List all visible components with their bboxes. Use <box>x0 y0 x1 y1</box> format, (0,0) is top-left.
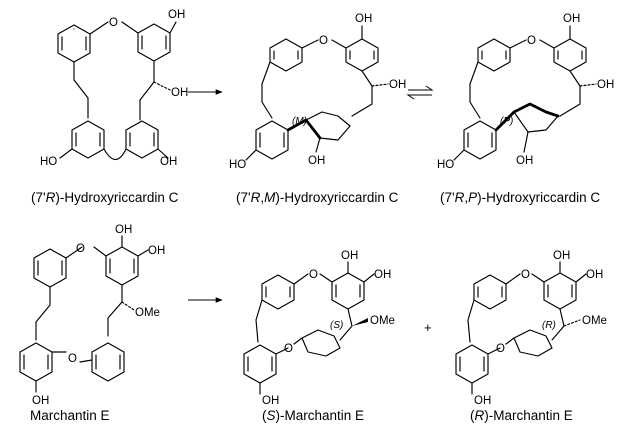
ether-oxygen: O <box>521 269 530 281</box>
caption-7RP-hydroxyriccardin-c: (7'R,P)-Hydroxyriccardin C <box>440 190 600 205</box>
phenol-oh: OH <box>168 9 185 21</box>
ring-d <box>125 120 159 159</box>
caption-R-marchantin-e: (R)-Marchantin E <box>470 408 573 423</box>
ring-a <box>57 24 91 63</box>
molecule-marchantin-e: O OH OH OMe O OH <box>19 224 165 407</box>
phenol-oh: OH <box>553 250 570 262</box>
ring-c <box>71 120 105 159</box>
methoxy: OMe <box>582 315 607 327</box>
phenol-oh: OH <box>516 155 533 167</box>
axial-descriptor: (P) <box>500 116 513 127</box>
molecule-7R-hydroxyriccardin-c: O OH OH HO OH <box>40 9 188 168</box>
phenol-oh: OH <box>308 155 325 167</box>
benzylic-oh: OH <box>389 79 406 91</box>
phenol-oh: OH <box>160 156 177 168</box>
phenol-oh: OH <box>262 395 279 407</box>
ring-b <box>137 23 171 62</box>
molecule-7RP-hydroxyriccardin-c: O OH OH (P) HO OH <box>437 13 614 171</box>
ether-oxygen: O <box>109 17 118 29</box>
caption-marchantin-e: Marchantin E <box>30 408 110 423</box>
stereo-descriptor: (S) <box>330 320 343 331</box>
caption-S-marchantin-e: (S)-Marchantin E <box>262 408 364 423</box>
phenol-oh: OH <box>563 13 580 25</box>
ether-oxygen: O <box>284 343 293 355</box>
molecule-R-marchantin-e: O OH OH (R) OMe O OH <box>455 250 607 407</box>
phenol-ho: HO <box>40 156 57 168</box>
phenol-oh: OH <box>32 395 49 407</box>
caption-7RM-hydroxyriccardin-c: (7'R,M)-Hydroxyriccardin C <box>236 190 399 205</box>
phenol-oh: OH <box>355 13 372 25</box>
ether-oxygen: O <box>76 243 85 255</box>
phenol-oh: OH <box>341 250 358 262</box>
phenol-ho: HO <box>229 159 246 171</box>
ether-oxygen: O <box>527 35 536 47</box>
equilibrium-arrows <box>406 85 434 100</box>
phenol-oh: OH <box>115 224 132 236</box>
phenol-oh: OH <box>148 245 165 257</box>
caption-7R-hydroxyriccardin-c: (7'R)-Hydroxyriccardin C <box>31 190 179 205</box>
phenol-oh: OH <box>586 269 603 281</box>
phenol-ho: HO <box>437 159 454 171</box>
molecule-S-marchantin-e: O OH OH (S) OMe O OH <box>243 250 395 407</box>
benzylic-oh: OH <box>597 79 614 91</box>
phenol-oh: OH <box>374 269 391 281</box>
methoxy: OMe <box>135 307 160 319</box>
axial-descriptor: (M) <box>292 116 307 127</box>
plus-sign: + <box>424 320 432 335</box>
ether-oxygen: O <box>68 353 77 365</box>
phenol-oh: OH <box>474 395 491 407</box>
stereo-descriptor: (R) <box>542 320 556 331</box>
ether-oxygen: O <box>496 343 505 355</box>
methoxy: OMe <box>370 315 395 327</box>
ether-oxygen: O <box>309 269 318 281</box>
ether-oxygen: O <box>319 35 328 47</box>
benzylic-oh: OH <box>171 87 188 99</box>
molecule-7RM-hydroxyriccardin-c: O OH OH (M) HO OH <box>229 13 406 171</box>
